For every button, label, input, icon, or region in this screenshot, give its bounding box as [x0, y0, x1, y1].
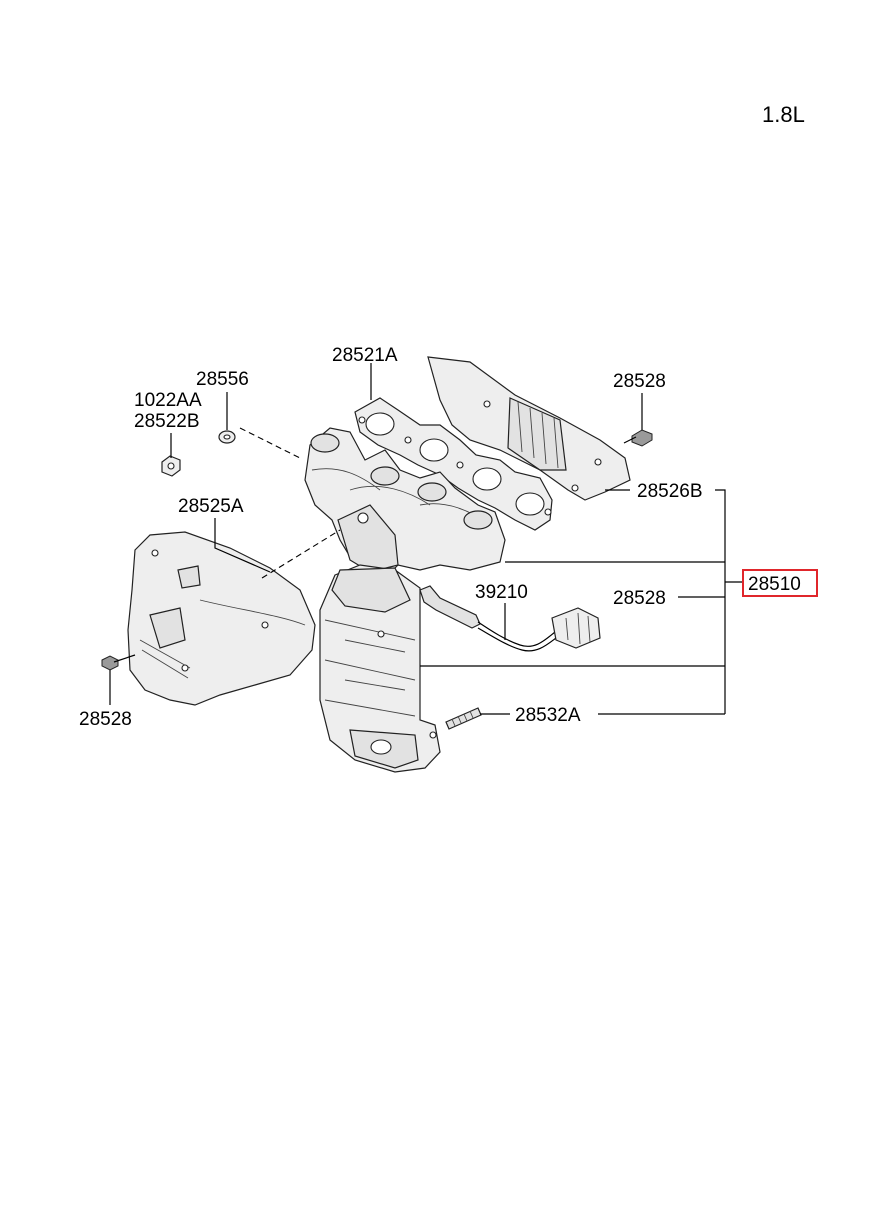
stud-bolt[interactable]: [445, 707, 482, 730]
label-28526B[interactable]: 28526B: [637, 481, 703, 502]
bolt-top[interactable]: [623, 429, 653, 447]
label-28521A[interactable]: 28521A: [332, 345, 398, 366]
upper-heat-shield[interactable]: [427, 356, 631, 501]
label-28556[interactable]: 28556: [196, 369, 249, 390]
label-1022AA[interactable]: 1022AA: [134, 390, 202, 411]
exhaust-manifold-gasket[interactable]: [354, 397, 553, 531]
label-28528-bottom[interactable]: 28528: [79, 709, 132, 730]
label-28528-mid[interactable]: 28528: [613, 588, 666, 609]
label-28510[interactable]: 28510: [748, 574, 801, 595]
label-28528-top[interactable]: 28528: [613, 371, 666, 392]
label-28522B[interactable]: 28522B: [134, 411, 200, 432]
washer[interactable]: [218, 430, 236, 444]
engine-label: 1.8L: [762, 102, 805, 127]
exhaust-manifold[interactable]: [304, 427, 506, 583]
label-39210[interactable]: 39210: [475, 582, 528, 603]
lower-heat-shield[interactable]: [127, 531, 316, 706]
catalytic-converter[interactable]: [319, 564, 441, 773]
label-28532A[interactable]: 28532A: [515, 705, 581, 726]
bolt-left[interactable]: [101, 654, 136, 671]
oxygen-sensor[interactable]: [419, 585, 601, 652]
label-28525A[interactable]: 28525A: [178, 496, 244, 517]
flange-nut[interactable]: [161, 455, 181, 477]
highlight-box: [742, 569, 818, 597]
